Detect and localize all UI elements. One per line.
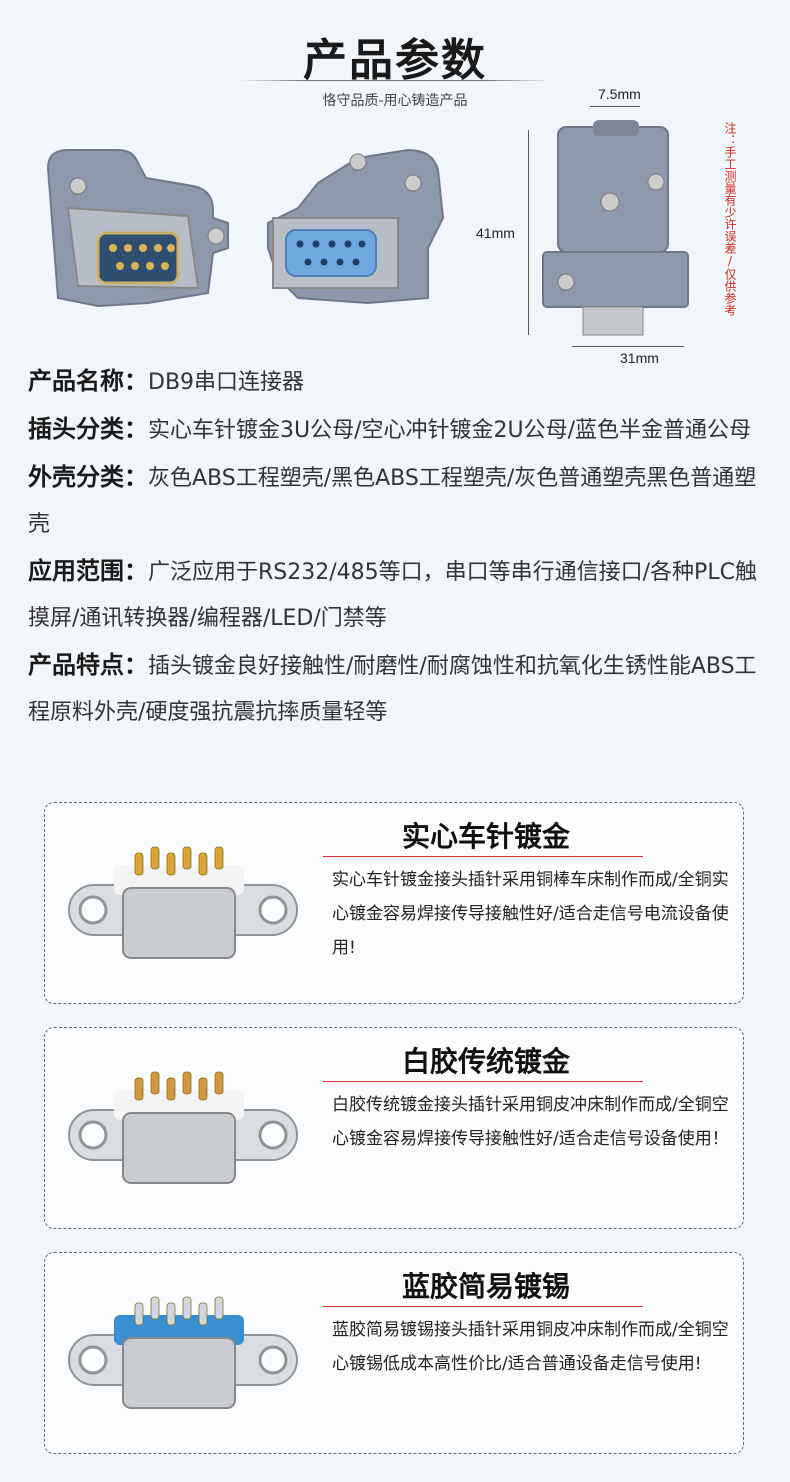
- spec-item-application: 应用范围：广泛应用于RS232/485等口，串口等串行通信接口/各种PLC触摸屏…: [28, 557, 757, 631]
- connector-pin: [134, 1077, 144, 1101]
- feature-card: 实心车针镀金 实心车针镀金接头插针采用铜棒车床制作而成/全铜实心镀金容易焊接传导…: [44, 802, 744, 1004]
- connector-pin: [214, 1071, 224, 1095]
- connector-pin: [166, 1077, 176, 1101]
- blue-tin-pin-connector-image: [68, 1296, 298, 1409]
- spec-item-plug: 插头分类：实心车针镀金3U公母/空心冲针镀金2U公母/蓝色半金普通公母: [28, 415, 752, 443]
- dim-top-line: [590, 106, 640, 107]
- connector-pin: [198, 1302, 208, 1326]
- connector-pin: [214, 1296, 224, 1320]
- card-title: 实心车针镀金: [402, 820, 571, 853]
- connector-pin: [182, 846, 192, 870]
- male-connector-image: [46, 149, 229, 308]
- dim-top-label: 7.5mm: [598, 86, 641, 102]
- connector-pin: [150, 1071, 160, 1095]
- connector-pin: [198, 852, 208, 876]
- connector-pin: [182, 1296, 192, 1320]
- card-description: 蓝胶简易镀锡接头插针采用铜皮冲床制作而成/全铜空心镀锡低成本高性价比/适合普通设…: [332, 1320, 729, 1374]
- connector-pin: [166, 852, 176, 876]
- card-description: 白胶传统镀金接头插针采用铜皮冲床制作而成/全铜空心镀金容易焊接传导接触性好/适合…: [332, 1095, 729, 1149]
- page-title: 产品参数: [303, 35, 487, 86]
- page-subtitle: 恪守品质-用心铸造产品: [322, 93, 468, 109]
- card-description: 实心车针镀金接头插针采用铜棒车床制作而成/全铜实心镀金容易焊接传导接触性好/适合…: [332, 870, 729, 958]
- spec-item-features: 产品特点：插头镀金良好接触性/耐磨性/耐腐蚀性和抗氧化生锈性能ABS工程原料外壳…: [28, 651, 757, 725]
- spec-list: 产品名称：DB9串口连接器 插头分类：实心车针镀金3U公母/空心冲针镀金2U公母…: [28, 358, 768, 736]
- card-title: 白胶传统镀金: [402, 1045, 571, 1078]
- title-divider: [240, 80, 550, 81]
- measurement-note: 注：手工测量有少许误差/仅供参考: [723, 122, 737, 316]
- feature-card: 白胶传统镀金 白胶传统镀金接头插针采用铜皮冲床制作而成/全铜空心镀金容易焊接传导…: [44, 1027, 744, 1229]
- spec-item-shell: 外壳分类：灰色ABS工程塑壳/黑色ABS工程塑壳/灰色普通塑壳黑色普通塑壳: [28, 463, 757, 537]
- card-pointer-line: [323, 1306, 643, 1307]
- connector-pin: [150, 1296, 160, 1320]
- gold-solid-pin-connector-image: [68, 846, 298, 959]
- dimension-connector-image: [542, 120, 689, 336]
- connector-pin: [214, 846, 224, 870]
- female-connector-image: [267, 148, 445, 305]
- white-gold-pin-connector-image: [68, 1071, 298, 1184]
- feature-card: 蓝胶简易镀锡 蓝胶简易镀锡接头插针采用铜皮冲床制作而成/全铜空心镀锡低成本高性价…: [44, 1252, 744, 1454]
- card-pointer-line: [323, 1081, 643, 1082]
- connector-pin: [182, 1071, 192, 1095]
- card-pointer-line: [323, 856, 643, 857]
- connector-pin: [198, 1077, 208, 1101]
- connector-pin: [134, 1302, 144, 1326]
- connector-pin: [150, 846, 160, 870]
- dim-bottom-label: 31mm: [620, 350, 659, 366]
- dim-side-line: [528, 130, 529, 335]
- connector-pin: [134, 852, 144, 876]
- card-title: 蓝胶简易镀锡: [402, 1270, 571, 1303]
- connector-pin: [166, 1302, 176, 1326]
- dim-bottom-line: [572, 346, 684, 347]
- spec-item-name: 产品名称：DB9串口连接器: [28, 367, 305, 395]
- dim-side-label: 41mm: [476, 225, 515, 241]
